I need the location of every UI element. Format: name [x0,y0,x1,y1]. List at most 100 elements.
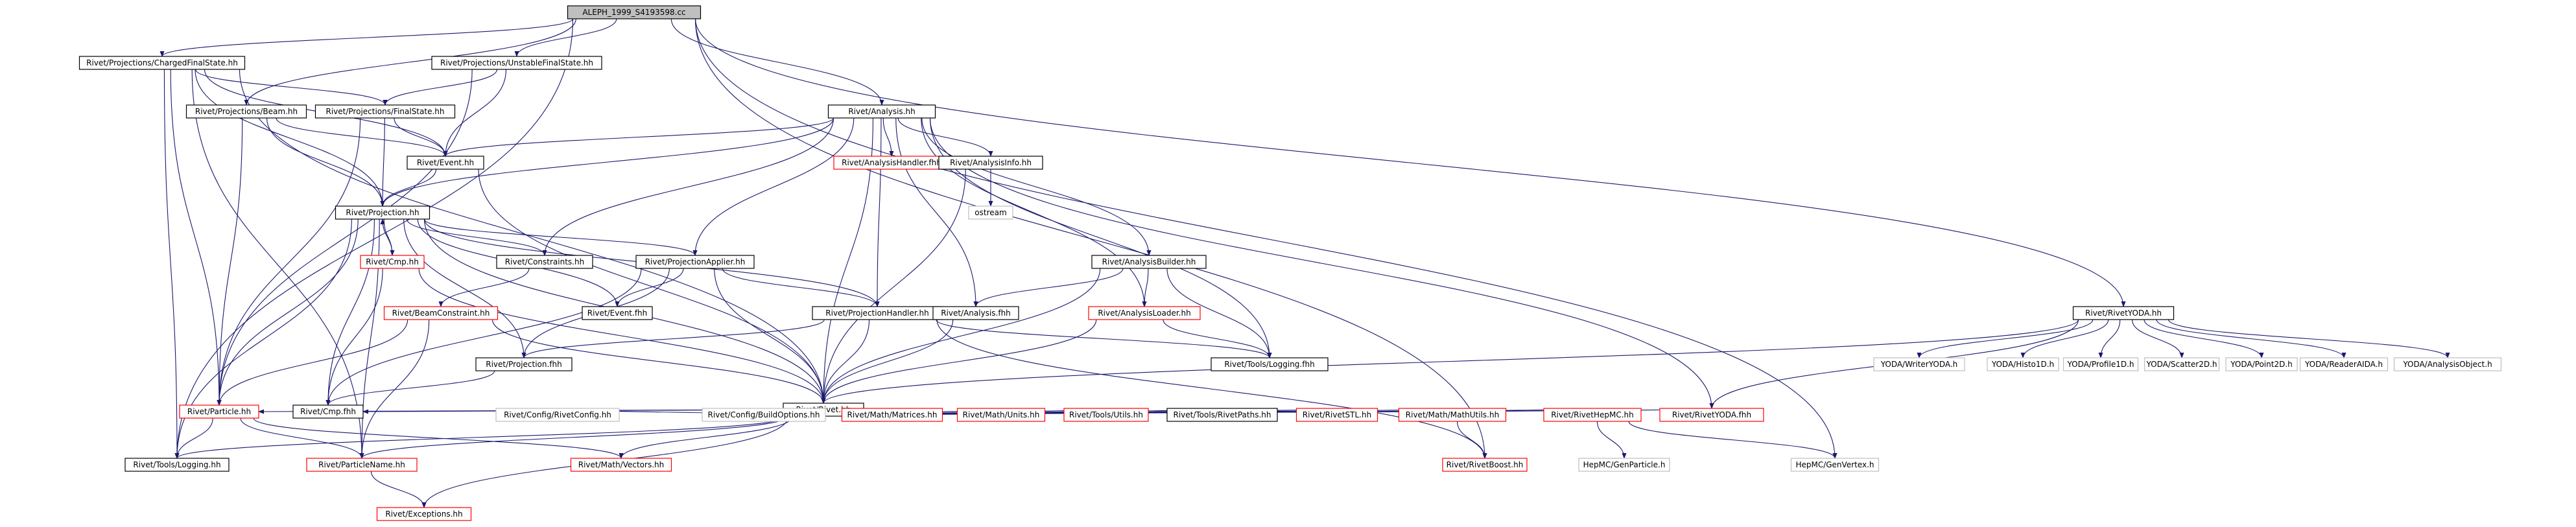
node-label: Rivet/Cmp.hh [366,257,419,266]
node-genparticle: HepMC/GenParticle.h [1578,458,1670,472]
node-mathutils[interactable]: Rivet/Math/MathUtils.hh [1398,408,1507,422]
node-constraints[interactable]: Rivet/Constraints.hh [496,255,593,269]
edge-particle-to-logginghh [174,417,213,459]
node-box [2225,357,2298,371]
edge-rivetyoda-to-analysisobject [2168,319,2450,358]
node-vectors[interactable]: Rivet/Math/Vectors.hh [570,458,672,472]
node-ufs[interactable]: Rivet/Projections/UnstableFinalState.hh [431,56,602,70]
node-ainfo[interactable]: Rivet/AnalysisInfo.hh [938,156,1043,170]
edge-analysis-to-event [443,117,834,157]
node-exceptions[interactable]: Rivet/Exceptions.hh [376,507,472,521]
edge-root-to-cfs [160,18,574,57]
node-box [1091,255,1207,269]
edge-rivethepmc-to-genparticle [1596,421,1627,459]
node-box [570,458,672,472]
node-analysisfhh[interactable]: Rivet/Analysis.fhh [932,306,1019,320]
edge-cmp-to-projection [380,218,393,256]
edge-analysis-to-loggingfhh [929,117,1272,358]
node-box [702,408,826,422]
node-label: Rivet/RivetBoost.hh [1447,460,1524,469]
node-projapplier[interactable]: Rivet/ProjectionApplier.hh [635,255,755,269]
node-label: YODA/Scatter2D.h [2146,360,2217,369]
node-label: Rivet/Event.hh [417,158,474,167]
node-root: ALEPH_1999_S4193598.cc [567,5,702,19]
node-box [635,255,755,269]
node-box [475,357,573,371]
node-label: Rivet/ParticleName.hh [318,460,405,469]
node-box [1873,357,1965,371]
node-label: Rivet/Math/Units.hh [963,410,1040,419]
node-box [2299,357,2389,371]
edge-ufs-to-event [443,69,507,157]
edge-event-to-rivethh [478,169,826,404]
node-profile1d: YODA/Profile1D.h [2062,357,2139,371]
edge-constraints-to-beamconstraint [438,268,530,307]
edge-projection-to-cmp [383,218,395,256]
edge-projection-to-particlename [359,218,380,459]
edge-analysis-to-abuilder [921,117,1152,256]
node-projhandler[interactable]: Rivet/ProjectionHandler.hh [812,306,943,320]
node-rivetyodafhh[interactable]: Rivet/RivetYODA.fhh [1659,408,1764,422]
node-projfhh[interactable]: Rivet/Projection.fhh [475,357,573,371]
node-box [383,306,499,320]
node-units[interactable]: Rivet/Math/Units.hh [956,408,1046,422]
edge-analysis-to-projhandler [875,117,882,307]
node-label: Rivet/Analysis.fhh [941,309,1011,318]
node-matrices[interactable]: Rivet/Math/Matrices.hh [841,408,943,422]
edge-projection-to-projapplier [423,218,698,256]
edge-analysisfhh-to-rivethh [821,319,954,404]
node-cmpfhh[interactable]: Rivet/Cmp.fhh [292,404,364,419]
edge-ufs-to-fs [383,69,498,106]
edge-ufs-to-particle [217,69,473,406]
node-label: Rivet/AnalysisInfo.hh [950,158,1032,167]
node-fs[interactable]: Rivet/Projections/FinalState.hh [314,104,456,119]
node-label: Rivet/ProjectionHandler.hh [825,309,928,318]
node-box [968,205,1013,220]
node-event[interactable]: Rivet/Event.hh [407,156,484,170]
node-loggingfhh[interactable]: Rivet/Tools/Logging.fhh [1211,357,1329,371]
node-particlename[interactable]: Rivet/ParticleName.hh [306,458,418,472]
node-label: Rivet/Event.fhh [587,309,648,318]
node-analysis[interactable]: Rivet/Analysis.hh [827,104,936,119]
edge-rivetyoda-to-histo1d [2020,319,2109,358]
edge-particle-to-particlename [240,417,364,459]
edge-abuilder-to-loggingfhh [1166,268,1272,358]
node-box [376,507,472,521]
node-cfs[interactable]: Rivet/Projections/ChargedFinalState.hh [78,56,246,70]
node-rivetyoda[interactable]: Rivet/RivetYODA.hh [2072,306,2175,320]
edge-projection-to-particle [217,218,359,406]
edge-particlename-to-exceptions [370,471,427,508]
node-rivethepmc[interactable]: Rivet/RivetHepMC.hh [1543,408,1642,422]
node-label: Rivet/Projections/ChargedFinalState.hh [86,58,238,67]
node-label: Rivet/Math/MathUtils.hh [1406,410,1499,419]
node-rivetpaths[interactable]: Rivet/Tools/RivetPaths.hh [1166,408,1278,422]
node-abuilder[interactable]: Rivet/AnalysisBuilder.hh [1091,255,1207,269]
node-rivetstl[interactable]: Rivet/RivetSTL.hh [1295,408,1378,422]
edge-projhandler-to-rivethh [821,319,870,404]
node-label: Rivet/AnalysisLoader.hh [1098,309,1190,318]
edge-projfhh-to-cmpfhh [325,370,495,406]
node-eventfhh[interactable]: Rivet/Event.fhh [582,306,653,320]
node-box [1295,408,1378,422]
node-projection[interactable]: Rivet/Projection.hh [335,205,431,220]
node-genvertex: HepMC/GenVertex.h [1790,458,1880,472]
edge-projhandler-to-loggingfhh [936,319,1272,358]
node-utils[interactable]: Rivet/Tools/Utils.hh [1063,408,1149,422]
node-aloader[interactable]: Rivet/AnalysisLoader.hh [1088,306,1201,320]
node-cmp[interactable]: Rivet/Cmp.hh [360,255,425,269]
node-particle[interactable]: Rivet/Particle.hh [179,404,259,419]
edge-abuilder-to-rivethh [821,268,1101,404]
node-ahandler[interactable]: Rivet/AnalysisHandler.fhh [833,156,950,170]
node-rivetboost[interactable]: Rivet/RivetBoost.hh [1442,458,1528,472]
node-beamconstraint[interactable]: Rivet/BeamConstraint.hh [383,306,499,320]
edge-projhandler-to-rivetboost [936,319,1487,459]
node-box [1790,458,1880,472]
node-label: ALEPH_1999_S4193598.cc [582,8,685,17]
node-label: Rivet/Exceptions.hh [385,509,462,519]
edge-root-to-ufs [514,18,617,57]
node-beam[interactable]: Rivet/Projections/Beam.hh [185,104,307,119]
node-logginghh[interactable]: Rivet/Tools/Logging.hh [124,458,230,472]
node-label: Rivet/BeamConstraint.hh [392,309,490,318]
node-label: Rivet/Constraints.hh [505,257,584,266]
